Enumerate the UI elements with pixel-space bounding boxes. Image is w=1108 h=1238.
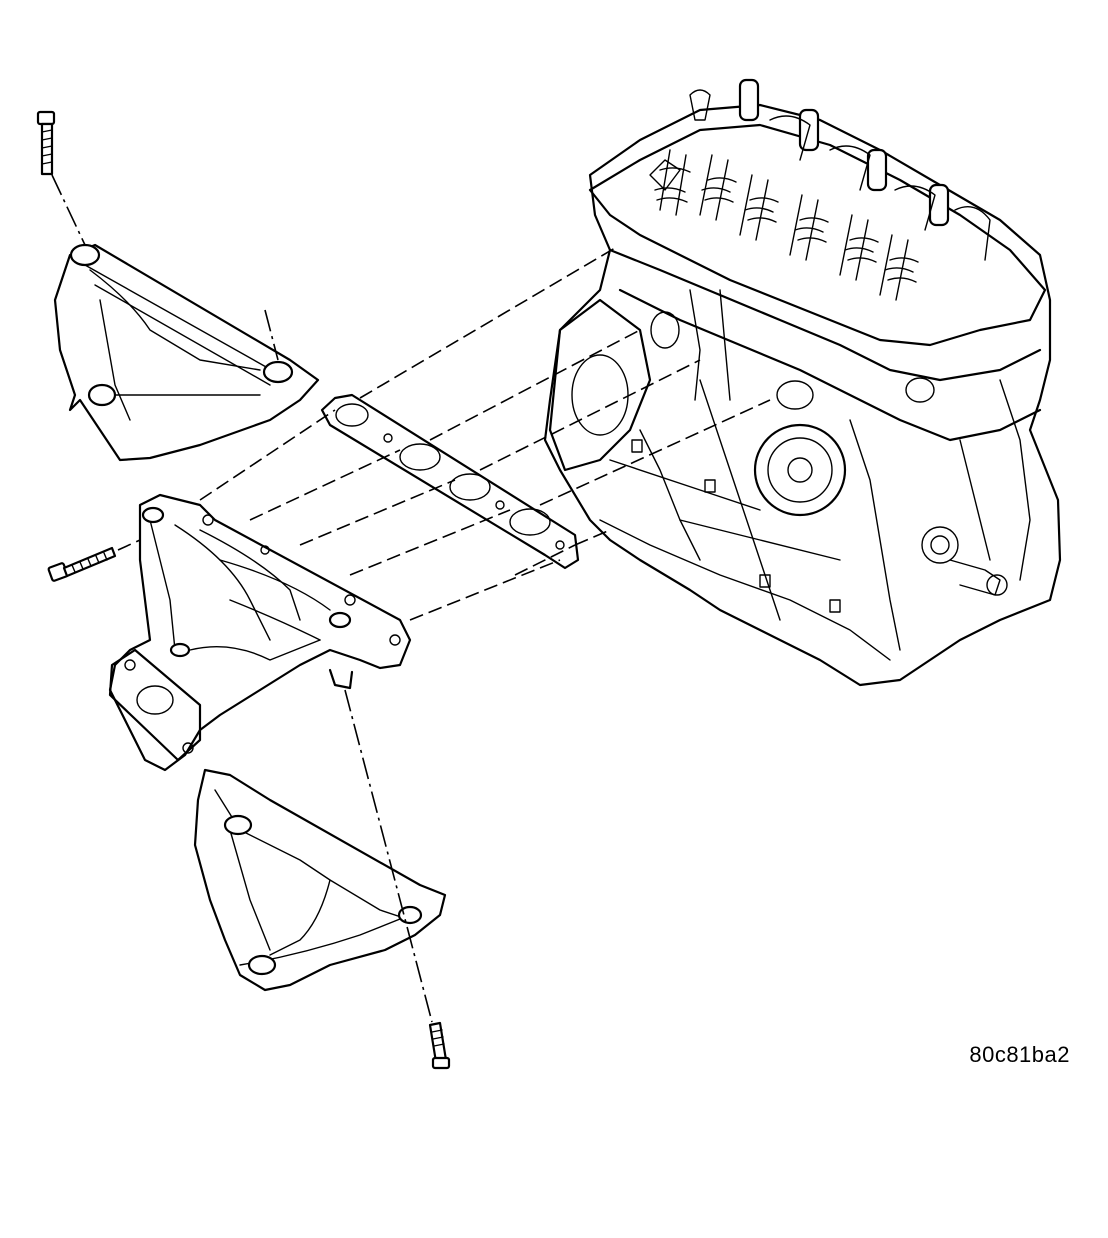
upper-heat-shield-bolt [36, 110, 56, 176]
engine-block [543, 78, 1062, 687]
valve-springs [649, 149, 919, 301]
gasket-alignment-lines [199, 247, 771, 621]
side-bolt-alignment-line [117, 539, 141, 551]
exhaust-manifold [108, 493, 412, 772]
lower-heat-shield [193, 768, 447, 992]
camshaft-towers [689, 78, 991, 261]
bolt-alignment-line-1 [51, 174, 86, 246]
manifold-side-bolt [47, 546, 117, 582]
figure-code-label: 80c81ba2 [969, 1042, 1070, 1067]
lower-heat-shield-bolt [428, 1021, 451, 1070]
bolt-alignment-line-2 [264, 309, 279, 361]
water-pump [753, 423, 847, 517]
upper-heat-shield [53, 243, 320, 462]
lower-bolt-alignment-line [344, 689, 433, 1023]
